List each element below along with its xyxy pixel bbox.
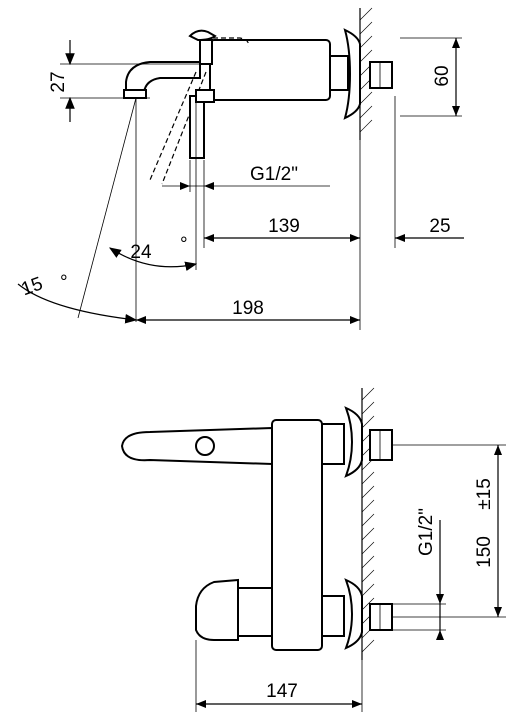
upper-flange (344, 406, 363, 478)
wall-connector-top (329, 55, 349, 91)
angle-15-label: 15 (19, 273, 46, 300)
lower-connector (321, 595, 345, 637)
valve-body-front (271, 419, 323, 651)
thread-label-top: G1/2" (250, 164, 298, 185)
diverter-dashed (205, 37, 249, 47)
angle-24-degree: ° (180, 234, 188, 255)
diverter-stem (199, 39, 213, 65)
dim-27-label: 27 (48, 71, 69, 92)
dim-60-label: 60 (432, 65, 453, 86)
angle-15-degree: ° (60, 272, 68, 293)
diverter-knob-front (195, 578, 239, 641)
wall-flange-top (343, 28, 361, 120)
angle-24-label: 24 (130, 242, 152, 263)
dim-198-label: 198 (232, 298, 264, 319)
pipe-nipple-top (369, 61, 393, 89)
dim-147-label: 147 (266, 681, 298, 702)
lower-nipple (369, 603, 393, 631)
thread-label-front: G1/2" (416, 508, 437, 556)
lever-side (189, 95, 205, 159)
spout-outlet (123, 89, 147, 99)
dim-25-label: 25 (429, 216, 450, 237)
side-view: 27 60 G1/2" 139 25 24 ° (17, 7, 464, 330)
tolerance-label: ±15 (474, 478, 495, 510)
dim-150-label: 150 (474, 536, 495, 568)
dim-139-label: 139 (268, 216, 300, 237)
upper-nipple (369, 429, 393, 461)
upper-connector (321, 423, 345, 465)
diverter-knob (188, 29, 217, 42)
diverter-collar (237, 587, 273, 637)
lever-hole (195, 436, 215, 456)
lower-flange (344, 578, 363, 650)
front-view: 150 ±15 G1/2" 147 (120, 387, 506, 712)
valve-body-side (209, 39, 331, 101)
